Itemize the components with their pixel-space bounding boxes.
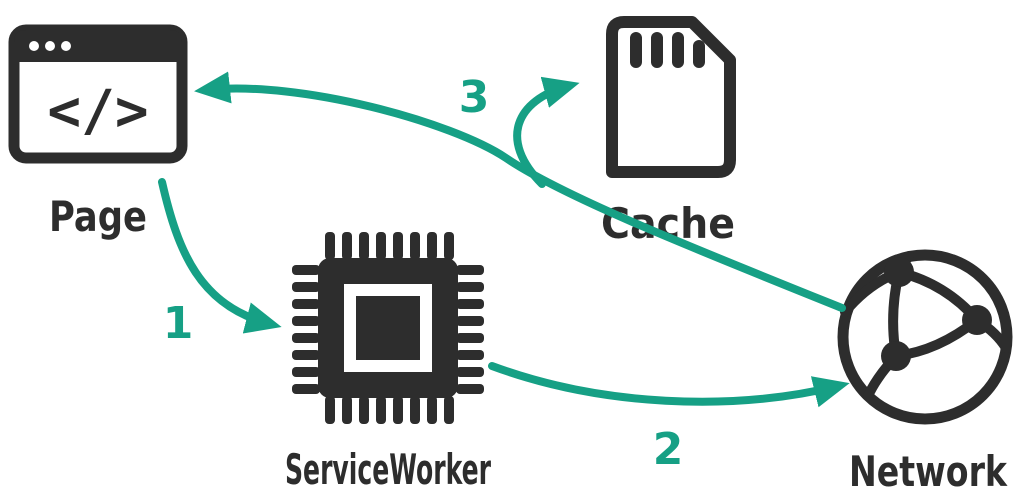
cache-node: Cache [601,16,736,248]
globe-network-icon [837,249,1013,425]
arrow-step3-network-to-cache [513,76,580,188]
chip-pins [292,232,484,424]
step1-number: 1 [163,298,194,349]
sd-card-icon [606,16,736,178]
browser-window-dots [29,41,71,51]
browser-titlebar [14,30,182,62]
arrow-step2-serviceworker-to-network [488,362,850,408]
browser-window-icon: </> [8,24,188,164]
arrow-step1-page-to-serviceworker [158,178,282,334]
network-node: Network [837,249,1013,494]
chip-icon [292,232,484,424]
page-label: Page [49,192,147,241]
page-node: </> Page [8,24,188,241]
sd-card-pins [630,32,705,68]
serviceworker-label: ServiceWorker [285,445,491,494]
code-glyph: </> [47,79,148,144]
arrow-step3-network-to-page [194,71,846,312]
step2-number: 2 [653,424,684,475]
serviceworker-node: ServiceWorker [285,232,491,494]
globe-network-hubs [881,257,992,371]
step3-number: 3 [459,72,490,123]
network-label: Network [849,447,1008,494]
flow-arrows: 1 2 3 [158,71,850,475]
